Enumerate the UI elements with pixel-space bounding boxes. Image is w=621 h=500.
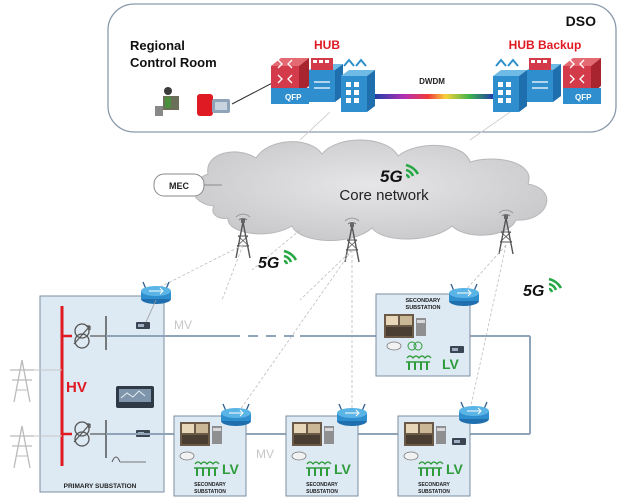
secondary-substation-4-label-line2: SUBSTATION [418, 489, 450, 495]
wireless-links [157, 229, 507, 412]
core-network-label: Core network [339, 187, 429, 204]
secondary-substation-bottom-center: LV SECONDARY SUBSTATION [285, 415, 359, 497]
secondary-router-icon-2 [220, 403, 252, 427]
pylon-icon-bottom [9, 425, 35, 469]
hub-switch-icon [341, 58, 375, 112]
hub-backup-qfp-label: QFP [575, 93, 592, 102]
fiveg-text-left: 5G [258, 255, 279, 272]
secondary-substation-1-label-line2: SUBSTATION [406, 305, 441, 311]
secondary-substation-2-label-line2: SUBSTATION [194, 489, 226, 495]
scada-monitor-icon [116, 386, 154, 408]
secondary-substation-1-label-line1: SECONDARY [406, 298, 441, 304]
secondary-substation-3-label-line2: SUBSTATION [306, 489, 338, 495]
hub-backup-router-group: QFP [493, 58, 601, 112]
secondary-substation-bottom-right: LV SECONDARY SUBSTATION [397, 415, 471, 497]
mv-label-bottom: MV [256, 447, 274, 461]
mv-feeder-top [106, 335, 531, 434]
backhaul-lines [299, 111, 511, 141]
lv-label-2: LV [222, 461, 240, 477]
hub-backup-label: HUB Backup [509, 38, 582, 52]
substation-device-icon-4 [452, 438, 466, 445]
fiveg-logo-left: 5G [258, 249, 298, 272]
primary-substation-label: PRIMARY SUBSTATION [64, 483, 137, 490]
secondary-substation-top-right: SECONDARY SUBSTATION LV [375, 293, 471, 377]
mec-label: MEC [169, 181, 190, 191]
mv-label-top: MV [174, 318, 192, 332]
hub-router-group: QFP [271, 58, 375, 112]
lv-label-1: LV [442, 356, 460, 372]
hv-label: HV [66, 379, 87, 396]
mec-node: MEC [153, 173, 205, 197]
secondary-substation-2-label-line1: SECONDARY [194, 482, 226, 488]
core-5g-logo: 5G [380, 163, 420, 186]
pylon-icon-top [9, 359, 35, 403]
fiveg-text-right: 5G [523, 283, 544, 300]
dso-label: DSO [566, 13, 596, 29]
secondary-router-icon-1 [448, 283, 480, 307]
control-room-label-line2: Control Room [130, 55, 217, 70]
rtu-device-icon-top [136, 322, 150, 329]
dwdm-link [375, 94, 493, 99]
control-room-link [231, 79, 279, 105]
lv-label-4: LV [446, 461, 464, 477]
hub-qfp-icon: QFP [271, 88, 309, 104]
secondary-substation-4-label-line1: SECONDARY [418, 482, 450, 488]
hub-backup-switch-icon [493, 58, 527, 112]
hub-backup-qfp-icon: QFP [563, 88, 601, 104]
hub-qfp-label: QFP [285, 93, 302, 102]
core-5g-text: 5G [380, 167, 403, 186]
secondary-substation-3-label-line1: SECONDARY [306, 482, 338, 488]
hub-label: HUB [314, 38, 340, 52]
mini-transformer-icon-1 [386, 341, 423, 351]
meter-icon [111, 456, 146, 463]
phone-icon [197, 94, 230, 116]
dso-boundary [107, 3, 617, 133]
hub-backup-blue-router-icon [527, 58, 561, 102]
control-room-label-line1: Regional [130, 38, 185, 53]
secondary-router-icon-4 [458, 401, 490, 425]
operator-icon [155, 87, 179, 116]
hub-blue-router-icon [309, 58, 343, 102]
dwdm-label: DWDM [419, 77, 445, 86]
lv-label-3: LV [334, 461, 352, 477]
core-network-cloud [193, 139, 548, 241]
secondary-substation-bottom-left: LV SECONDARY SUBSTATION [173, 415, 247, 497]
substation-device-icon-1 [450, 346, 464, 353]
fiveg-logo-right: 5G [523, 277, 563, 300]
